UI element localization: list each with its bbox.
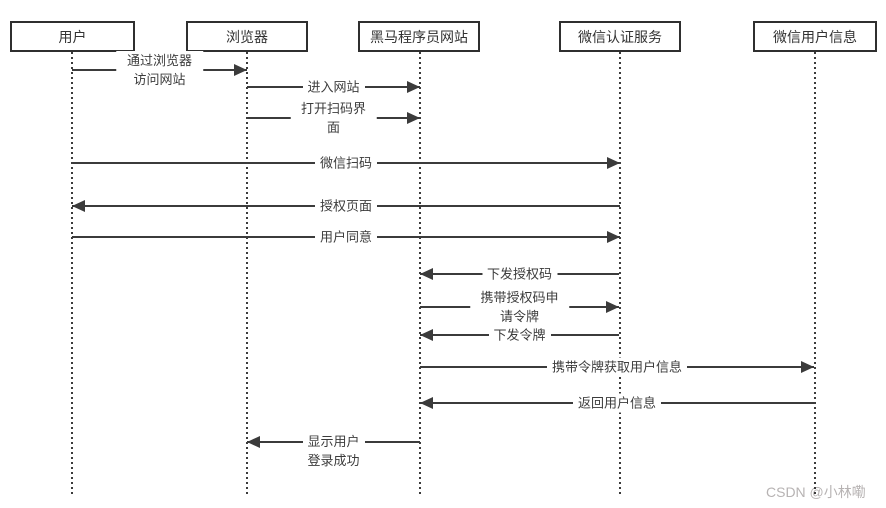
actor-label: 浏览器 bbox=[226, 28, 268, 45]
lifeline-wechat-auth bbox=[619, 52, 621, 497]
actor-label: 微信认证服务 bbox=[578, 28, 662, 45]
message-label: 用户同意 bbox=[314, 227, 378, 247]
arrowhead-left-icon bbox=[247, 436, 260, 448]
arrowhead-right-icon bbox=[234, 64, 247, 76]
message-label: 显示用户 登录成功 bbox=[302, 432, 365, 470]
actor-box-user: 用户 bbox=[10, 21, 135, 52]
lifeline-wechat-userinfo bbox=[814, 52, 816, 497]
lifeline-browser bbox=[246, 52, 248, 497]
actor-box-wechat-userinfo: 微信用户信息 bbox=[753, 21, 877, 52]
arrowhead-left-icon bbox=[420, 329, 433, 341]
message-label: 打开扫码界面 bbox=[290, 99, 377, 137]
lifeline-user bbox=[71, 52, 73, 497]
message-label: 下发授权码 bbox=[481, 264, 558, 284]
actor-box-browser: 浏览器 bbox=[186, 21, 308, 52]
actor-box-website: 黑马程序员网站 bbox=[358, 21, 480, 52]
message-label: 携带授权码申请令牌 bbox=[469, 288, 570, 326]
message-label: 授权页面 bbox=[314, 196, 378, 216]
actor-box-wechat-auth: 微信认证服务 bbox=[559, 21, 681, 52]
arrowhead-right-icon bbox=[407, 81, 420, 93]
actor-label: 微信用户信息 bbox=[773, 28, 857, 45]
arrowhead-right-icon bbox=[801, 361, 814, 373]
message-label: 下发令牌 bbox=[488, 325, 551, 345]
arrowhead-left-icon bbox=[420, 397, 433, 409]
actor-label: 用户 bbox=[58, 28, 87, 45]
arrowhead-right-icon bbox=[606, 301, 619, 313]
message-label: 微信扫码 bbox=[314, 153, 378, 173]
arrowhead-right-icon bbox=[407, 112, 420, 124]
message-label: 进入网站 bbox=[302, 77, 365, 97]
arrowhead-left-icon bbox=[420, 268, 433, 280]
arrowhead-right-icon bbox=[607, 157, 620, 169]
arrowhead-right-icon bbox=[607, 231, 620, 243]
message-label: 通过浏览器访问网站 bbox=[115, 51, 204, 89]
message-label: 返回用户信息 bbox=[572, 393, 662, 413]
actor-label: 黑马程序员网站 bbox=[370, 28, 468, 45]
arrowhead-left-icon bbox=[72, 200, 85, 212]
message-label: 携带令牌获取用户信息 bbox=[546, 357, 688, 377]
